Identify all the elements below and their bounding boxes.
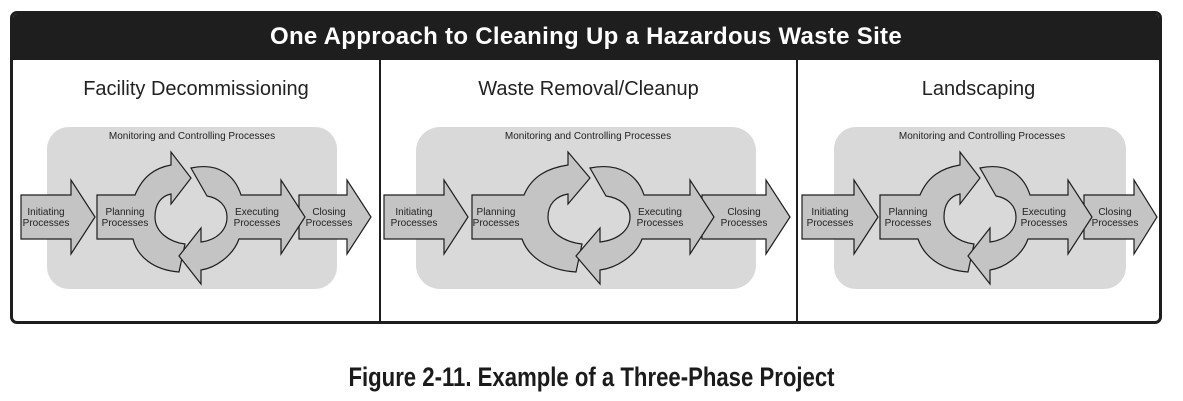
phase-panel-1: Facility Decommissioning Monitoring and …: [13, 60, 379, 321]
monitoring-box: [834, 127, 1126, 289]
process-cycle-3: Monitoring and Controlling Processes Ini…: [801, 127, 1158, 289]
closing-arrow: [701, 177, 791, 257]
phase-title-2: Waste Removal/Cleanup: [478, 78, 699, 100]
initiating-arrow: [20, 177, 96, 257]
planning-arrow: [96, 150, 192, 273]
phase-panel-2: Waste Removal/Cleanup Monitoring and Con…: [379, 60, 796, 321]
monitoring-box: [416, 127, 756, 289]
diagram-frame: One Approach to Cleaning Up a Hazardous …: [10, 11, 1162, 324]
phase-title-1: Facility Decommissioning: [83, 78, 309, 100]
phase-panel-3: Landscaping Monitoring and Controlling P…: [796, 60, 1159, 321]
process-cycle-2: Monitoring and Controlling Processes Ini…: [383, 127, 791, 289]
process-cycle-1: Monitoring and Controlling Processes Ini…: [20, 127, 372, 289]
executing-arrow: [575, 166, 715, 286]
figure-caption: Figure 2-11. Example of a Three-Phase Pr…: [348, 362, 835, 392]
initiating-arrow: [801, 177, 879, 257]
planning-arrow: [879, 150, 981, 273]
executing-arrow: [967, 166, 1093, 286]
diagram-title: One Approach to Cleaning Up a Hazardous …: [13, 14, 1159, 60]
monitoring-box: [47, 127, 337, 289]
monitoring-label: Monitoring and Controlling Processes: [109, 131, 275, 142]
monitoring-label: Monitoring and Controlling Processes: [899, 131, 1065, 142]
closing-arrow: [298, 177, 372, 257]
closing-arrow: [1083, 177, 1158, 257]
planning-arrow: [471, 150, 591, 273]
executing-arrow: [178, 166, 306, 286]
monitoring-label: Monitoring and Controlling Processes: [505, 131, 671, 142]
phase-title-3: Landscaping: [921, 78, 1036, 100]
initiating-arrow: [383, 177, 469, 257]
phase-panels: Facility Decommissioning Monitoring and …: [13, 60, 1159, 321]
